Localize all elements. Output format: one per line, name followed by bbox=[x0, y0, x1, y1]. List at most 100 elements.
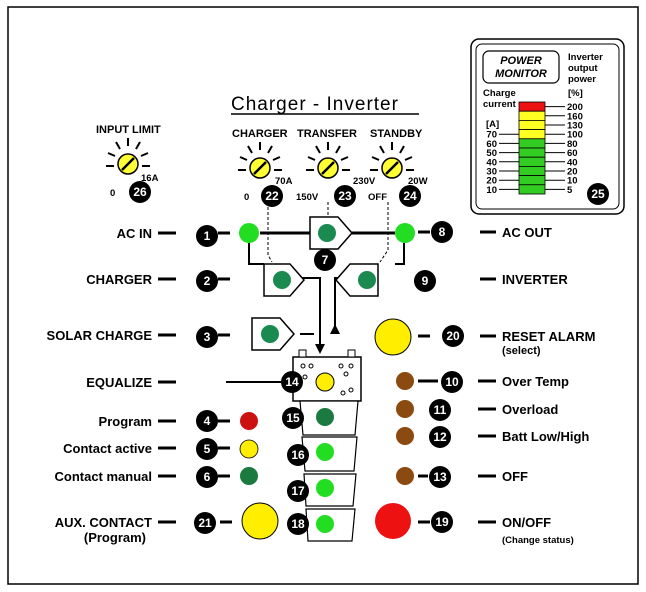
batt-low-high-led bbox=[396, 427, 414, 445]
off-led bbox=[396, 467, 414, 485]
marker-12: 12 bbox=[433, 430, 447, 444]
on-off-label: ON/OFF bbox=[502, 515, 551, 530]
marker-1: 1 bbox=[204, 229, 211, 243]
power-monitor-bar-segment bbox=[518, 184, 546, 195]
transfer-knob-group: TRANSFER 150V 230V 23 bbox=[296, 128, 376, 207]
marker-26-label: 26 bbox=[133, 185, 147, 199]
marker-26 bbox=[129, 181, 151, 203]
transfer-knob-label: TRANSFER bbox=[297, 128, 357, 140]
right-scale-label: 20 bbox=[567, 167, 578, 178]
marker-10: 10 bbox=[445, 375, 459, 389]
power-monitor-bar-segment bbox=[518, 129, 546, 140]
battery-level-led-1 bbox=[316, 408, 334, 426]
battery-level-led-4 bbox=[316, 515, 334, 533]
marker-9: 9 bbox=[422, 274, 429, 288]
standby-knob-label: STANDBY bbox=[370, 128, 423, 140]
reset-alarm-label: RESET ALARM bbox=[502, 329, 595, 344]
knob-leader-lines bbox=[267, 202, 389, 263]
marker-7: 7 bbox=[322, 253, 329, 267]
charger-knob-label: CHARGER bbox=[232, 128, 288, 140]
inverter-label: INVERTER bbox=[502, 272, 568, 287]
contact-active-led bbox=[239, 439, 259, 459]
ac-in-label: AC IN bbox=[117, 226, 152, 241]
transfer-knob-max: 230V bbox=[353, 176, 376, 187]
transfer-voltage-knob[interactable] bbox=[306, 142, 350, 179]
left-scale-label: 60 bbox=[486, 139, 497, 150]
on-off-button[interactable] bbox=[375, 503, 411, 539]
program-label: Program bbox=[99, 414, 152, 429]
input-limit-knob[interactable] bbox=[106, 138, 150, 175]
marker-15: 15 bbox=[286, 411, 300, 425]
marker-24-label: 24 bbox=[403, 189, 417, 203]
charge-current-label-1: Charge bbox=[483, 88, 516, 99]
input-limit-label: INPUT LIMIT bbox=[96, 124, 161, 136]
power-monitor-title-1: POWER bbox=[500, 55, 542, 67]
wiring bbox=[226, 231, 405, 383]
inverter-output-label-2: output bbox=[568, 63, 598, 74]
ac-out-led bbox=[395, 223, 415, 243]
center-markers: 7 14 15 16 17 18 bbox=[281, 249, 336, 535]
power-monitor-bar-segment bbox=[518, 101, 546, 112]
marker-19: 19 bbox=[435, 515, 449, 529]
marker-16: 16 bbox=[291, 448, 305, 462]
inverter-stage-symbol bbox=[335, 263, 379, 297]
power-monitor-bar-segment bbox=[518, 110, 546, 121]
charger-knob-max: 70A bbox=[275, 176, 293, 187]
left-scale-label: 50 bbox=[486, 148, 497, 159]
right-scale-label: 80 bbox=[567, 139, 578, 150]
marker-6: 6 bbox=[204, 470, 211, 484]
reset-alarm-button[interactable] bbox=[374, 318, 412, 356]
power-monitor-bar-column bbox=[518, 101, 546, 195]
overload-led bbox=[396, 400, 414, 418]
program-led bbox=[240, 412, 258, 430]
inverter-output-label-1: Inverter bbox=[568, 52, 603, 63]
marker-4: 4 bbox=[204, 414, 211, 428]
marker-25-label: 25 bbox=[591, 187, 605, 201]
batt-low-high-label: Batt Low/High bbox=[502, 429, 589, 444]
right-scale-label: 10 bbox=[567, 176, 578, 187]
marker-17: 17 bbox=[291, 484, 305, 498]
overload-label: Overload bbox=[502, 402, 558, 417]
contact-manual-label: Contact manual bbox=[54, 469, 152, 484]
right-scale-label: 40 bbox=[567, 157, 578, 168]
standby-knob[interactable] bbox=[370, 142, 414, 179]
left-scale-label: 40 bbox=[486, 157, 497, 168]
marker-24 bbox=[399, 185, 421, 207]
left-scale-label: 70 bbox=[486, 130, 497, 141]
power-monitor-bar-segment bbox=[518, 156, 546, 167]
charger-current-knob[interactable] bbox=[238, 142, 282, 179]
power-monitor: POWER MONITOR Inverter output power Char… bbox=[470, 38, 625, 215]
marker-11: 11 bbox=[434, 403, 447, 417]
marker-23 bbox=[334, 185, 356, 207]
discharge-arrow-up-icon bbox=[330, 324, 340, 334]
charger-knob-group: CHARGER 0 70A 22 bbox=[232, 128, 293, 207]
marker-5: 5 bbox=[204, 442, 211, 456]
solar-charge-stage-symbol bbox=[251, 317, 295, 351]
power-monitor-title-box bbox=[482, 50, 560, 84]
amp-unit-label: [A] bbox=[486, 119, 499, 130]
right-dashes bbox=[418, 230, 496, 524]
charge-arrow-down-icon bbox=[315, 344, 325, 354]
over-temp-led bbox=[396, 372, 414, 390]
aux-contact-button[interactable] bbox=[241, 502, 279, 540]
right-markers: 8 9 20 10 11 12 13 19 bbox=[414, 221, 464, 533]
equalize-led bbox=[315, 372, 335, 392]
right-scale-label: 130 bbox=[567, 121, 583, 132]
transfer-relay-symbol bbox=[309, 216, 353, 250]
left-dashes bbox=[158, 231, 232, 524]
marker-21: 21 bbox=[198, 516, 212, 530]
right-scale-label: 160 bbox=[567, 111, 583, 122]
right-scale-label: 100 bbox=[567, 130, 583, 141]
on-off-sublabel: (Change status) bbox=[502, 535, 574, 546]
charge-current-label-2: current bbox=[483, 99, 517, 110]
marker-23-label: 23 bbox=[338, 189, 352, 203]
percent-unit-label: [%] bbox=[568, 88, 583, 99]
aux-contact-sublabel: (Program) bbox=[84, 530, 146, 545]
marker-18: 18 bbox=[291, 517, 305, 531]
right-labels: AC OUT INVERTER RESET ALARM (select) Ove… bbox=[502, 225, 595, 546]
ac-in-led bbox=[239, 223, 259, 243]
power-monitor-bar-segment bbox=[518, 120, 546, 131]
aux-contact-label: AUX. CONTACT bbox=[55, 515, 152, 530]
